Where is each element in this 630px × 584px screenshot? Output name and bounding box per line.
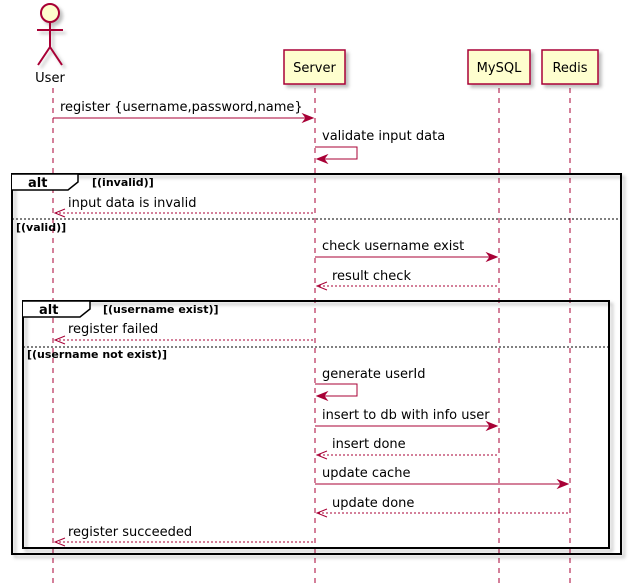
message-check-username: check username exist: [315, 239, 499, 263]
svg-text:insert to db with info user: insert to db with info user: [322, 408, 490, 423]
svg-text:validate input data: validate input data: [322, 129, 445, 144]
message-invalid-reply: input data is invalid: [53, 196, 313, 218]
fragment-alt-outer: alt [(invalid)]: [11, 173, 622, 555]
svg-text:update done: update done: [332, 496, 414, 511]
svg-text:result check: result check: [332, 269, 411, 284]
fragment-inner-guard-1: [(username exist)]: [103, 303, 219, 316]
fragment-outer-guard-1: [(invalid)]: [92, 176, 154, 189]
fragment-inner-guard-2: [(username not exist)]: [27, 348, 167, 361]
message-register-succeeded: register succeeded: [53, 525, 313, 547]
participant-user: [37, 3, 63, 66]
message-validate: validate input data: [315, 129, 445, 165]
participant-redis-label: Redis: [552, 61, 587, 76]
message-register: register {username,password,name}: [53, 100, 315, 124]
svg-text:register failed: register failed: [68, 322, 158, 337]
participant-server-label: Server: [293, 61, 336, 76]
message-register-failed: register failed: [53, 322, 313, 345]
svg-text:check username exist: check username exist: [322, 239, 464, 254]
fragment-inner-keyword: alt: [39, 303, 58, 318]
actor-icon: [37, 3, 63, 66]
participant-mysql-label: MySQL: [477, 61, 522, 76]
svg-text:register {username,password,na: register {username,password,name}: [60, 100, 303, 115]
message-insert-db: insert to db with info user: [315, 408, 499, 432]
message-update-done: update done: [315, 496, 568, 518]
message-update-cache: update cache: [315, 466, 570, 490]
svg-text:update cache: update cache: [322, 466, 410, 481]
svg-text:register succeeded: register succeeded: [68, 525, 192, 540]
svg-text:input data is invalid: input data is invalid: [68, 196, 197, 211]
message-insert-done: insert done: [315, 437, 497, 460]
svg-text:generate userId: generate userId: [322, 367, 425, 382]
svg-text:insert done: insert done: [332, 437, 406, 452]
participant-mysql: MySQL: [467, 49, 531, 85]
fragment-alt-inner: alt [(username exist)]: [22, 300, 610, 549]
participant-server: Server: [283, 49, 346, 85]
message-result-check: result check: [315, 269, 497, 291]
fragment-outer-guard-2: [(valid)]: [16, 221, 66, 234]
participant-user-label: User: [35, 71, 65, 86]
participant-redis: Redis: [541, 49, 599, 85]
message-generate-userid: generate userId: [315, 367, 425, 402]
fragment-outer-keyword: alt: [28, 176, 47, 191]
